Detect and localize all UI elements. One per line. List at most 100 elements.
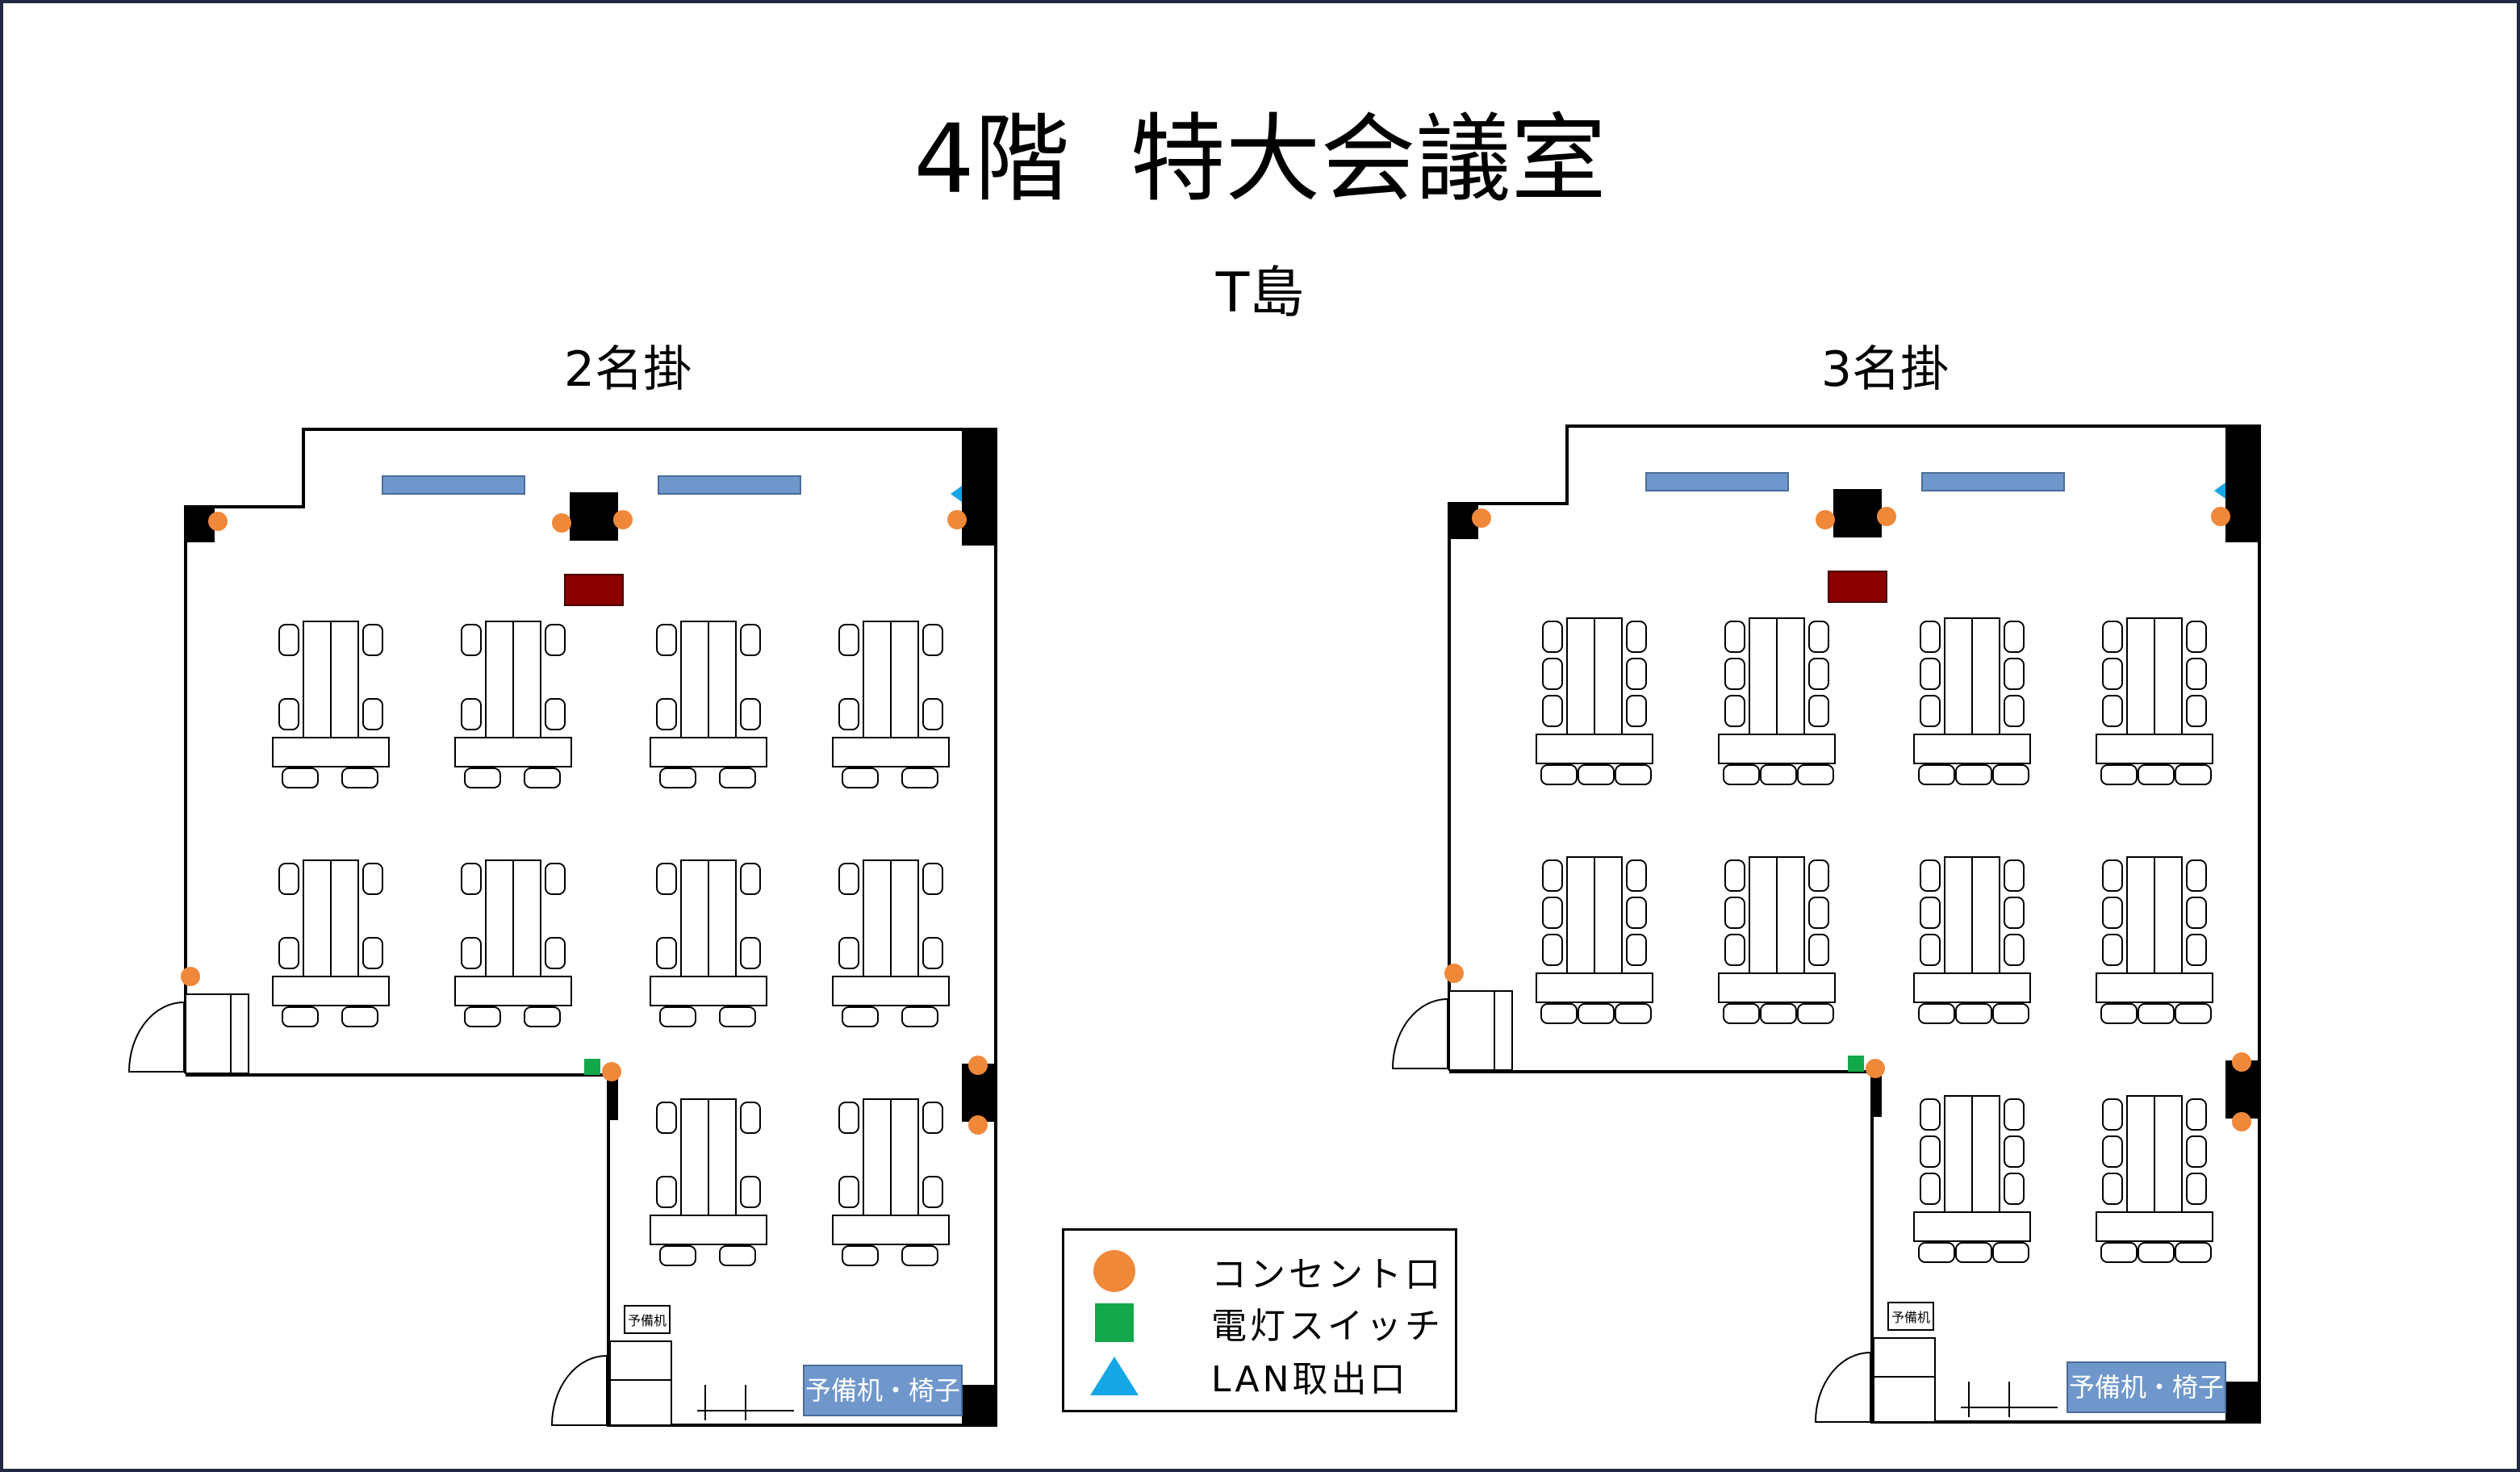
chair xyxy=(1920,1173,1941,1205)
chair xyxy=(1724,621,1745,653)
table xyxy=(2126,856,2155,974)
window-panel xyxy=(1921,472,2065,491)
table-group xyxy=(650,621,767,788)
chair xyxy=(656,698,677,730)
outlet-icon xyxy=(2232,1052,2251,1072)
chair xyxy=(1920,1098,1941,1131)
chair xyxy=(2100,1003,2138,1024)
table-group xyxy=(1536,856,1653,1024)
chair xyxy=(2004,621,2025,653)
chair xyxy=(278,698,299,730)
outlet-icon xyxy=(968,1115,988,1135)
table xyxy=(2096,972,2213,1003)
outlet-circle-icon xyxy=(1092,1248,1137,1294)
table xyxy=(680,621,709,738)
chair xyxy=(464,1006,501,1027)
chair xyxy=(2186,1135,2207,1168)
table xyxy=(1913,972,2031,1003)
outlet-icon xyxy=(1472,508,1491,528)
chair xyxy=(842,1245,879,1266)
chair xyxy=(2004,897,2025,929)
table xyxy=(890,859,919,977)
door-swing xyxy=(1814,1352,1871,1423)
window-panel xyxy=(1645,472,1789,491)
chair xyxy=(922,1102,943,1134)
chair xyxy=(1918,1242,1955,1263)
chair xyxy=(278,624,299,656)
outlet-icon xyxy=(947,510,967,529)
legend-label-switch: 電灯スイッチ xyxy=(1211,1306,1444,1347)
outlet-icon xyxy=(968,1056,988,1075)
light-switch-icon xyxy=(584,1059,600,1075)
chair xyxy=(1920,621,1941,653)
lan-triangle-icon xyxy=(1090,1353,1139,1399)
table xyxy=(863,859,892,977)
chair xyxy=(2100,1242,2138,1263)
window-panel xyxy=(382,475,525,495)
storage-label-small: 予備机 xyxy=(1891,1310,1930,1325)
table-group xyxy=(2096,617,2213,785)
chair xyxy=(2186,1173,2207,1205)
chair xyxy=(1992,1242,2029,1263)
chair xyxy=(1540,764,1578,785)
chair xyxy=(2102,934,2123,966)
table-group xyxy=(832,1098,950,1266)
chair xyxy=(2138,1003,2175,1024)
storage-cabinet xyxy=(185,993,249,1074)
outlet-icon xyxy=(1866,1059,1885,1078)
chair xyxy=(2102,1135,2123,1168)
chair xyxy=(1626,695,1647,727)
chair xyxy=(1808,621,1829,653)
storage-cabinet xyxy=(609,1340,672,1426)
table xyxy=(1944,1095,1973,1213)
chair xyxy=(1797,1003,1834,1024)
chair xyxy=(1724,658,1745,690)
chair xyxy=(901,1006,938,1027)
chair xyxy=(524,767,561,788)
table-group xyxy=(454,859,572,1027)
chair xyxy=(2175,1003,2212,1024)
table xyxy=(832,976,950,1006)
lan-port-icon xyxy=(951,486,962,502)
table-group xyxy=(2096,1095,2213,1263)
chair xyxy=(2102,859,2123,892)
chair xyxy=(740,698,761,730)
lectern xyxy=(1828,571,1887,603)
chair xyxy=(659,767,696,788)
chair xyxy=(545,624,566,656)
table-group xyxy=(454,621,572,788)
chair xyxy=(922,624,943,656)
chair xyxy=(1724,695,1745,727)
table xyxy=(303,859,332,977)
chair xyxy=(2102,897,2123,929)
table xyxy=(1944,856,1973,974)
chair xyxy=(1920,1135,1941,1168)
chair xyxy=(1918,764,1955,785)
chair xyxy=(1797,764,1834,785)
table xyxy=(708,859,737,977)
table xyxy=(1971,617,2000,735)
outlet-icon xyxy=(1877,507,1896,526)
lan-port-icon xyxy=(2214,483,2225,499)
table xyxy=(454,737,572,767)
outlet-icon xyxy=(1444,964,1464,983)
chair xyxy=(659,1006,696,1027)
table xyxy=(1718,972,1836,1003)
table xyxy=(708,1098,737,1216)
table xyxy=(1971,1095,2000,1213)
chair xyxy=(901,767,938,788)
plan-title-2-seat: 2名掛 xyxy=(563,341,692,398)
chair xyxy=(1920,934,1941,966)
chair xyxy=(2102,695,2123,727)
chair xyxy=(2186,621,2207,653)
chair xyxy=(1760,1003,1797,1024)
pillar xyxy=(2225,1382,2259,1422)
outlet-icon xyxy=(2232,1112,2251,1131)
door-swing xyxy=(1391,998,1448,1069)
chair xyxy=(2186,695,2207,727)
chair xyxy=(1808,695,1829,727)
table-group xyxy=(832,621,950,788)
